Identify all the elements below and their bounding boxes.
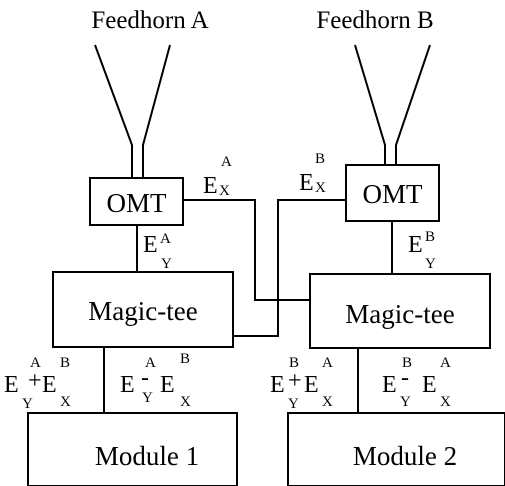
- svg-text:E: E: [422, 372, 437, 398]
- svg-text:E: E: [4, 372, 19, 398]
- svg-text:E: E: [203, 173, 218, 199]
- ex-a-label: E A X: [203, 154, 232, 199]
- magic-tee-b-label: Magic-tee: [345, 299, 454, 329]
- magic-tee-a-label: Magic-tee: [88, 296, 197, 326]
- svg-text:Y: Y: [400, 394, 411, 410]
- magic-tee-a-box: Magic-tee: [52, 271, 234, 348]
- svg-text:E: E: [304, 372, 319, 398]
- cross-wires: [136, 199, 393, 337]
- svg-text:X: X: [440, 394, 451, 410]
- output-right-sum: E B Y + E A X: [270, 355, 333, 412]
- module-1-label: Module 1: [95, 441, 199, 471]
- svg-text:X: X: [322, 394, 333, 410]
- svg-text:-: -: [141, 365, 149, 391]
- svg-text:X: X: [180, 394, 191, 410]
- svg-text:+: +: [28, 368, 42, 394]
- svg-text:Y: Y: [22, 396, 33, 412]
- module-2-box: Module 2: [287, 412, 505, 486]
- output-left-sum: E A Y + E B X: [4, 355, 71, 412]
- svg-text:A: A: [145, 355, 156, 371]
- svg-text:E: E: [382, 372, 397, 398]
- svg-text:B: B: [180, 351, 190, 367]
- svg-text:Y: Y: [425, 256, 436, 272]
- feedhorn-b-icon: [354, 44, 431, 165]
- module-1-box: Module 1: [27, 412, 238, 486]
- svg-text:+: +: [288, 368, 302, 394]
- svg-text:B: B: [425, 229, 435, 245]
- svg-text:A: A: [322, 355, 333, 371]
- svg-text:A: A: [30, 355, 41, 371]
- ex-b-label: E B X: [299, 151, 326, 196]
- omt-a-box: OMT: [89, 177, 184, 226]
- svg-text:B: B: [402, 355, 412, 371]
- omt-a-label: OMT: [107, 188, 168, 218]
- module-wires: [103, 347, 359, 413]
- feedhorn-a-label: Feedhorn A: [91, 7, 208, 34]
- feedhorn-a-icon: [94, 44, 171, 178]
- svg-text:X: X: [60, 394, 71, 410]
- module-2-label: Module 2: [353, 441, 457, 471]
- svg-text:E: E: [408, 232, 423, 258]
- ey-b-label: E B Y: [408, 229, 436, 272]
- output-left-diff: E A Y - E B X: [120, 351, 191, 410]
- omt-b-box: OMT: [345, 164, 440, 222]
- feedhorn-b-label: Feedhorn B: [316, 7, 433, 34]
- svg-text:E: E: [160, 372, 175, 398]
- svg-text:X: X: [219, 183, 230, 199]
- svg-text:Y: Y: [142, 390, 153, 406]
- svg-text:E: E: [270, 372, 285, 398]
- svg-text:E: E: [120, 372, 135, 398]
- magic-tee-b-box: Magic-tee: [309, 273, 491, 349]
- svg-text:-: -: [401, 365, 409, 391]
- svg-text:Y: Y: [161, 256, 172, 272]
- svg-text:A: A: [440, 355, 451, 371]
- svg-text:E: E: [299, 170, 314, 196]
- output-right-diff: E B Y - E A X: [382, 355, 451, 410]
- svg-text:Y: Y: [288, 396, 299, 412]
- svg-text:E: E: [143, 232, 158, 258]
- ey-a-label: E A Y: [143, 231, 172, 272]
- svg-text:B: B: [289, 355, 299, 371]
- svg-text:A: A: [160, 231, 171, 247]
- svg-text:B: B: [60, 355, 70, 371]
- svg-text:E: E: [42, 372, 57, 398]
- svg-text:B: B: [315, 151, 325, 167]
- omt-b-label: OMT: [363, 179, 424, 209]
- svg-text:X: X: [315, 180, 326, 196]
- svg-text:A: A: [221, 154, 232, 170]
